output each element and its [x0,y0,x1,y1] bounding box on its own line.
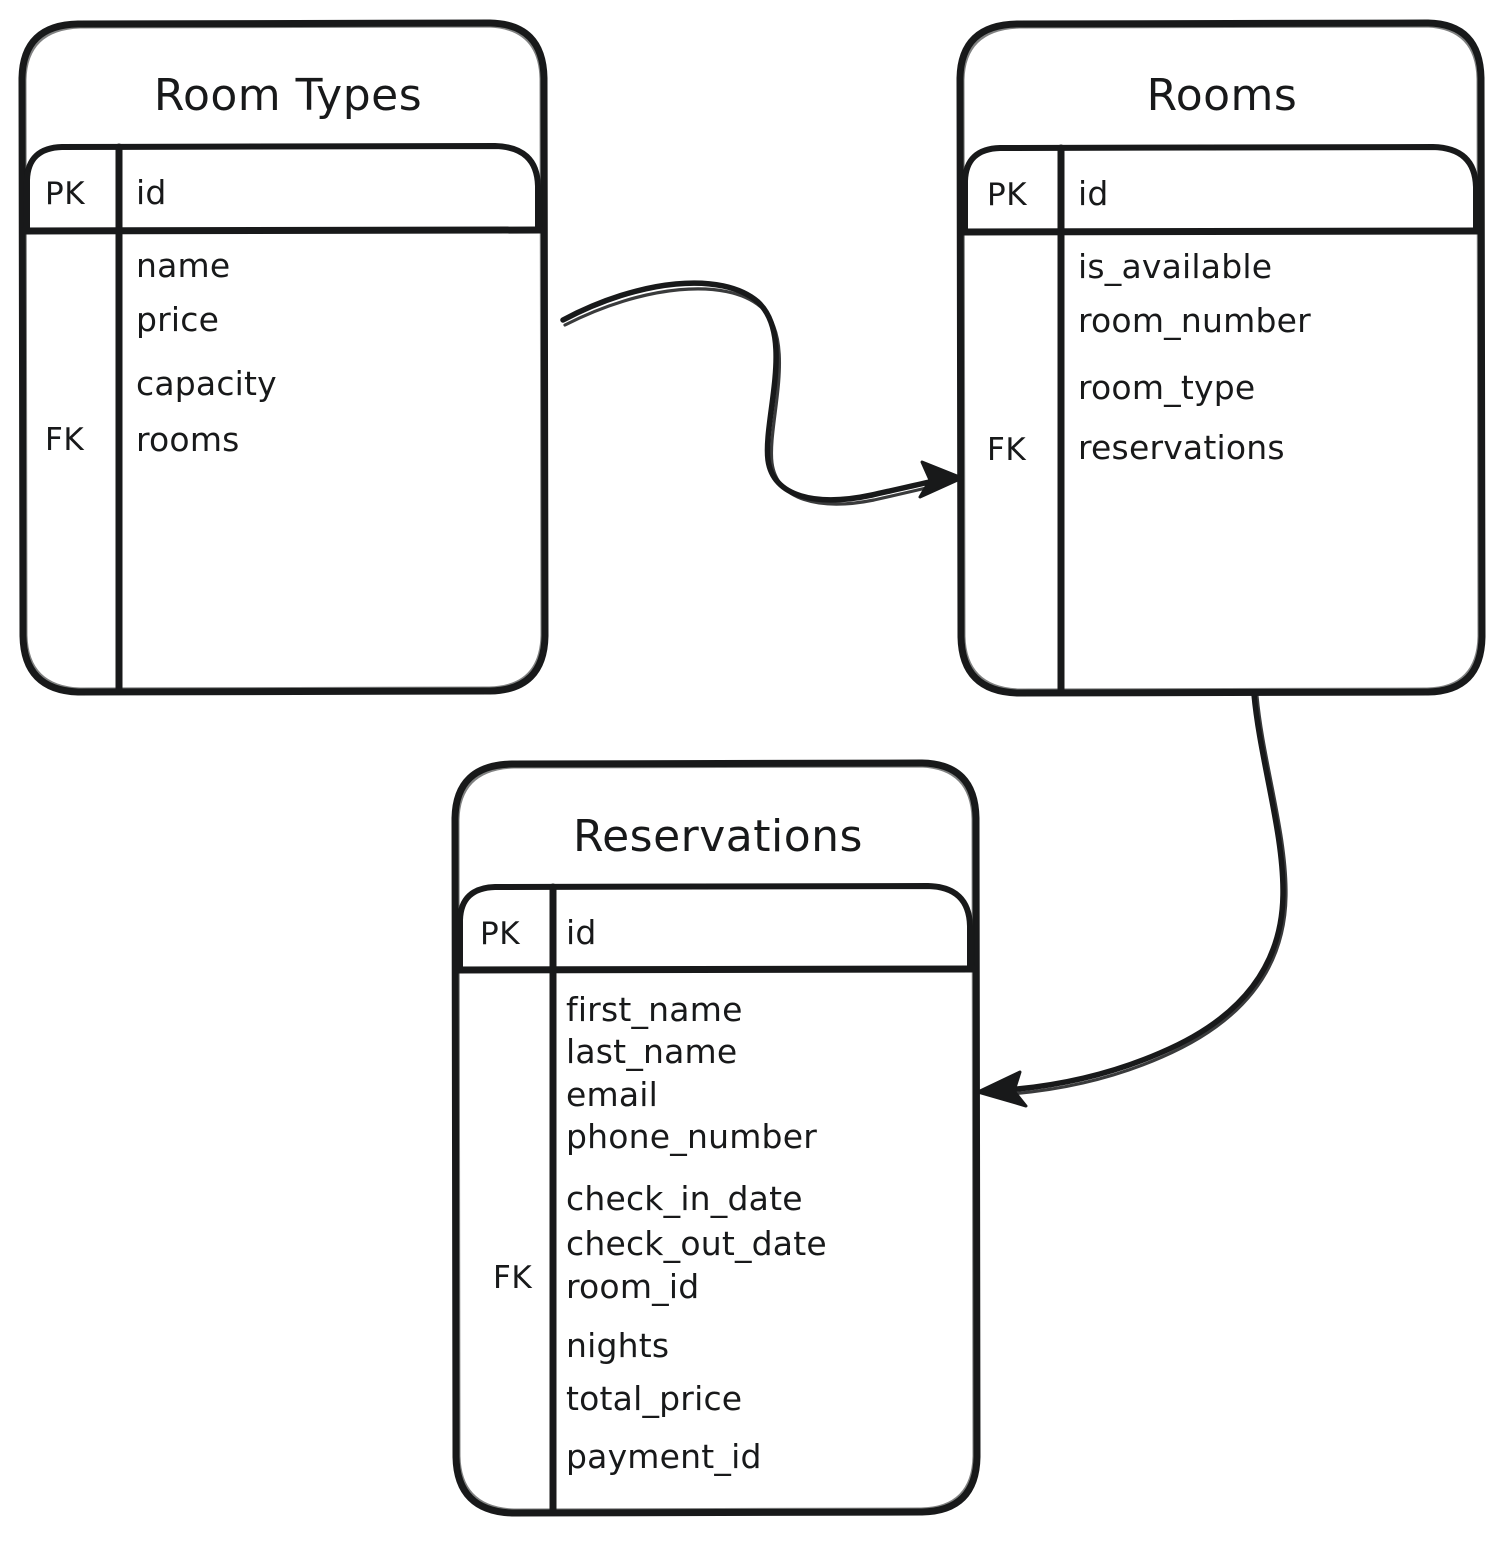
entity-rooms-fk-marker: FK [987,432,1026,468]
entity-rooms-title: Rooms [1147,70,1298,121]
entity-reservations-field: total_price [566,1379,742,1418]
entity-rooms-outline [956,19,1486,697]
entity-rooms-field: room_number [1078,301,1311,340]
relationship-rooms-to-reservations-line-sketch [993,694,1288,1097]
entity-reservations-field: check_out_date [566,1224,827,1263]
entity-reservations-field: phone_number [566,1117,817,1156]
entity-rooms-pk-field: id [1078,174,1109,213]
relationship-room-types-to-rooms[interactable] [560,280,964,506]
entity-room-types-outline [18,19,549,696]
relationship-room-types-to-rooms-line-sketch [563,287,949,506]
entity-reservations-field: email [566,1075,658,1114]
entity-room-types-field: name [136,246,230,285]
entity-reservations-field: first_name [566,990,743,1029]
entity-room-types-pk-marker: PK [45,176,85,212]
entity-room-types-pk-field: id [136,173,167,212]
entity-reservations-fk-marker: FK [493,1260,532,1296]
entity-reservations-outline [451,759,981,1517]
relationship-rooms-to-reservations-line [989,691,1286,1094]
entity-room-types-field: price [136,300,219,339]
entity-room-types-header-divider [19,226,545,235]
entity-reservations[interactable]: Reservations PK id FK first_name last_na… [451,759,981,1517]
entity-reservations-outline-sketch [456,764,976,1512]
entity-rooms-outline-sketch [961,24,1481,692]
entity-reservations-header-box [457,883,973,972]
entity-room-types-header-box [24,143,541,233]
entity-reservations-field: last_name [566,1032,737,1071]
entity-reservations-pk-field: id [566,913,597,952]
entity-rooms-header-box [962,144,1479,234]
entity-reservations-header-divider [452,965,978,974]
relationship-room-types-to-rooms-arrowhead [918,460,964,499]
entity-room-types-field: capacity [136,364,277,403]
entity-reservations-field: payment_id [566,1437,762,1476]
entity-room-types-title: Room Types [154,70,422,121]
entity-room-types-fk-marker: FK [45,422,84,458]
entity-reservations-title: Reservations [573,811,863,862]
entity-reservations-field: room_id [566,1267,699,1306]
entity-room-types-outline-sketch [23,24,544,691]
entity-rooms-field: room_type [1078,368,1255,407]
entity-room-types-field: rooms [136,420,240,459]
entity-reservations-field: nights [566,1326,669,1365]
relationship-rooms-to-reservations-arrowhead [976,1070,1028,1108]
entity-rooms[interactable]: Rooms PK id FK is_available room_number … [956,19,1486,697]
entity-rooms-field: is_available [1078,247,1272,286]
relationship-rooms-to-reservations[interactable] [976,691,1288,1108]
entity-rooms-header-divider [957,227,1483,236]
entity-rooms-field: reservations [1078,428,1285,467]
entity-rooms-pk-marker: PK [987,177,1027,213]
entity-reservations-field: check_in_date [566,1179,803,1218]
relationship-room-types-to-rooms-line [560,280,949,503]
entity-room-types[interactable]: Room Types PK id FK name price capacity … [18,19,549,696]
entity-reservations-pk-marker: PK [480,916,520,952]
